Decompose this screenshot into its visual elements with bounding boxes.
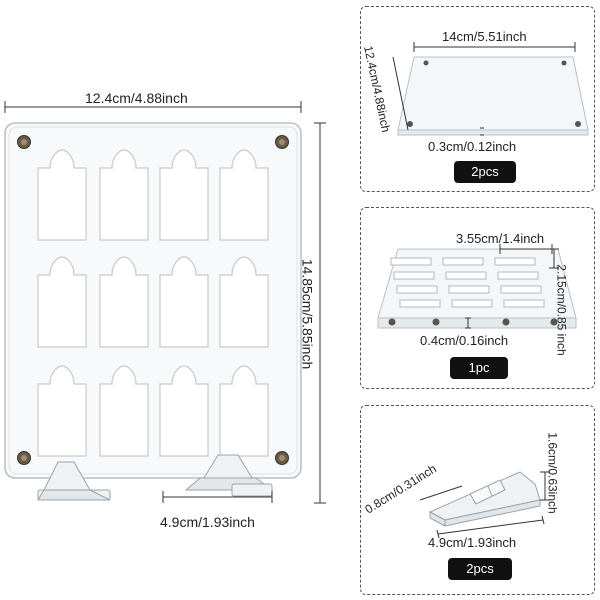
card-slot xyxy=(99,149,149,241)
rack-slot xyxy=(451,299,493,308)
rack-slot xyxy=(442,257,484,266)
card-slot xyxy=(159,149,209,241)
rack-slot-width-label: 3.55cm/1.4inch xyxy=(456,231,545,246)
stand-width-label: 4.9cm/1.93inch xyxy=(160,514,255,530)
card-slot xyxy=(219,365,269,457)
card-slot xyxy=(37,149,87,241)
frame-width-label: 12.4cm/4.88inch xyxy=(85,90,188,106)
rack-panel xyxy=(360,207,595,389)
stand-right xyxy=(184,454,274,497)
plate-dimension-lines xyxy=(392,42,576,136)
rack-slot xyxy=(399,299,441,308)
frame-height-label: 14.85cm/5.85inch xyxy=(299,258,316,370)
magnet-icon xyxy=(275,135,289,149)
stand-left xyxy=(37,461,111,501)
main-dimension-lines xyxy=(4,101,326,504)
rack-thickness-label: 0.4cm/0.16inch xyxy=(420,333,509,348)
acrylic-frame xyxy=(4,122,302,479)
card-slot xyxy=(37,365,87,457)
card-slot xyxy=(219,256,269,348)
plate-panel xyxy=(360,6,595,192)
card-slot xyxy=(159,256,209,348)
stand-piece-width-label: 4.9cm/1.93inch xyxy=(428,535,517,550)
stand-piece-dimension-lines xyxy=(419,471,550,539)
rack-slot xyxy=(390,257,432,266)
rack-quantity-badge: 1pc xyxy=(450,357,508,379)
rack-dimension-lines xyxy=(465,244,559,329)
stand-piece-height-label: 1.6cm/0.63inch xyxy=(545,432,560,514)
rack-drawing xyxy=(377,248,577,329)
magnet-icon xyxy=(275,451,289,465)
card-slot xyxy=(99,256,149,348)
plate-drawing xyxy=(397,56,589,136)
rack-slot xyxy=(393,271,435,280)
rack-slot xyxy=(448,285,490,294)
plate-thickness-label: 0.3cm/0.12inch xyxy=(428,139,517,154)
stand-piece-drawing xyxy=(428,471,541,527)
plate-width-label: 14cm/5.51inch xyxy=(442,29,527,44)
card-slots xyxy=(37,149,269,457)
stand-piece-quantity-badge: 2pcs xyxy=(448,558,512,580)
card-slot xyxy=(99,365,149,457)
stand-piece-panel xyxy=(360,405,595,595)
rack-slot xyxy=(445,271,487,280)
rack-slot xyxy=(497,271,539,280)
card-slot xyxy=(37,256,87,348)
magnet-icon xyxy=(17,135,31,149)
rack-slot-height-label: 2.15cm/0.85 inch xyxy=(554,264,569,356)
rack-slot xyxy=(500,285,542,294)
card-slot xyxy=(219,149,269,241)
card-slot xyxy=(159,365,209,457)
rack-slot xyxy=(503,299,545,308)
rack-slot xyxy=(494,257,536,266)
magnet-icon xyxy=(17,451,31,465)
rack-slot xyxy=(396,285,438,294)
plate-quantity-badge: 2pcs xyxy=(454,161,516,183)
